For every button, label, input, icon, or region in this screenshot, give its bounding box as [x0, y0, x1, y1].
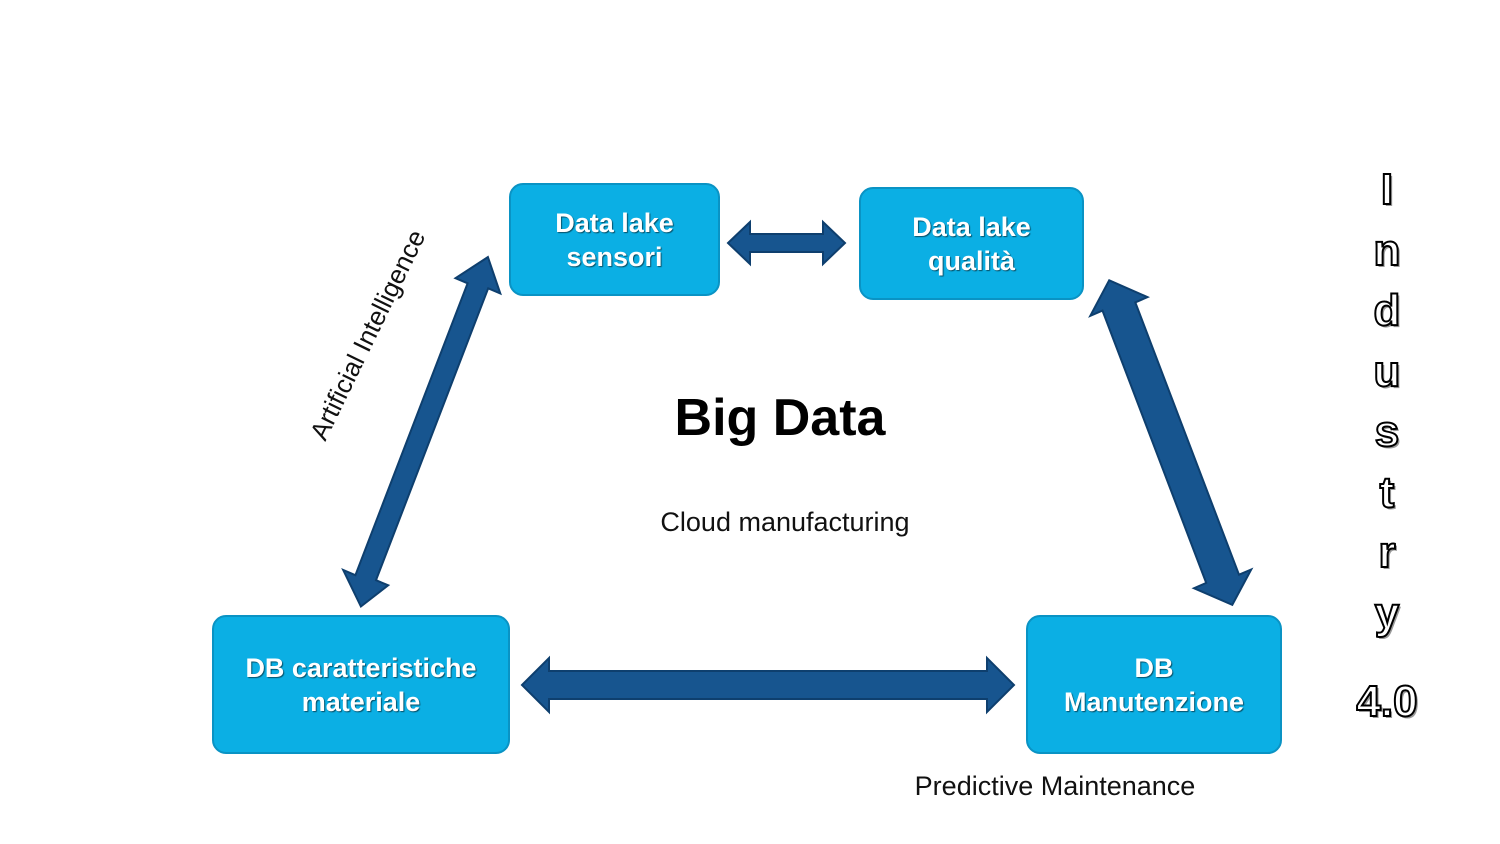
- arrow-sensori-qualita: [726, 219, 847, 267]
- node-label-line2: sensori: [566, 241, 663, 272]
- industry-letter: y: [1374, 588, 1400, 639]
- industry-letter: s: [1374, 406, 1400, 457]
- node-data-lake-sensori: Data lake sensori: [509, 183, 720, 296]
- industry-letter: r: [1377, 527, 1396, 578]
- industry-letter: u: [1373, 346, 1402, 397]
- arrow-sensori-materiale: [341, 255, 502, 609]
- node-label-line1: Data lake: [555, 207, 674, 238]
- node-db-manutenzione: DB Manutenzione: [1026, 615, 1282, 754]
- node-label-line2: qualità: [927, 245, 1015, 276]
- industry-letter: I: [1380, 164, 1394, 215]
- node-label-line1: DB: [1134, 652, 1174, 683]
- diagram-subtitle: Cloud manufacturing: [660, 507, 910, 537]
- edge-label-predictive-maintenance: Predictive Maintenance: [914, 771, 1196, 801]
- node-data-lake-qualita: Data lake qualità: [859, 187, 1084, 300]
- node-label-line2: Manutenzione: [1064, 686, 1244, 717]
- node-db-caratteristiche-materiale: DB caratteristiche materiale: [212, 615, 510, 754]
- industry-version: 4.0: [1355, 676, 1418, 727]
- arrow-qualita-manutenzione: [1088, 279, 1254, 607]
- diagram-title: Big Data: [674, 389, 886, 447]
- arrow-materiale-manutenzione: [520, 655, 1016, 715]
- industry-letter: d: [1373, 285, 1402, 336]
- node-label-line2: materiale: [301, 686, 421, 717]
- node-label-line1: DB caratteristiche: [245, 652, 477, 683]
- industry-letter: n: [1373, 225, 1402, 276]
- node-label-line1: Data lake: [912, 211, 1031, 242]
- industry-vertical-label: I n d u s t r y 4.0: [1350, 160, 1424, 732]
- industry-letter: t: [1379, 467, 1396, 518]
